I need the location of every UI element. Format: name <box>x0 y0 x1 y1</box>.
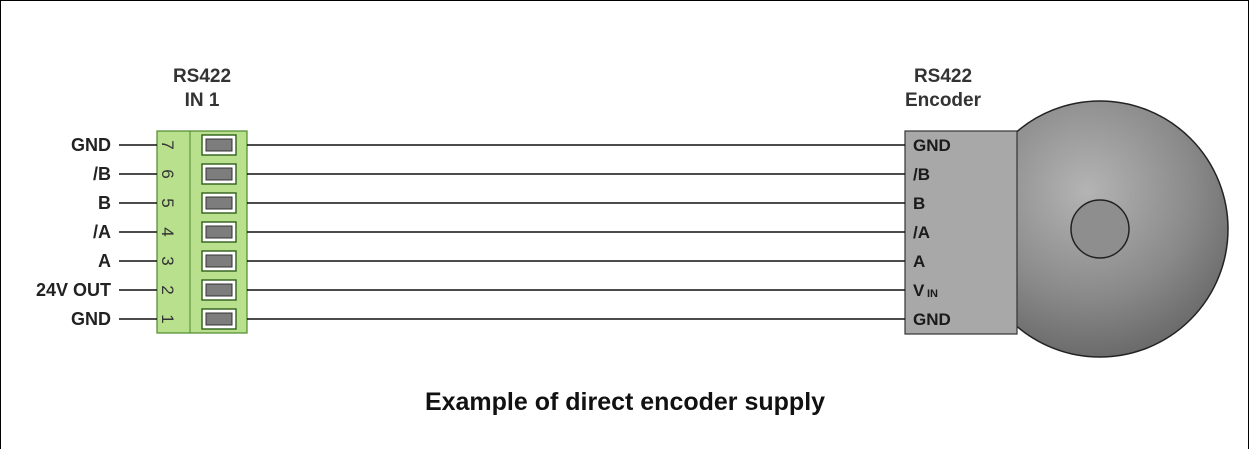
screw-terminal-clamp <box>205 196 233 210</box>
terminal-pin-number: 7 <box>158 140 177 149</box>
screw-terminal-clamp <box>205 167 233 181</box>
terminal-pin-label: /B <box>93 164 111 184</box>
terminal-pin-number: 6 <box>158 169 177 178</box>
screw-terminal-clamp <box>205 254 233 268</box>
encoder-pin-label: B <box>913 194 925 213</box>
encoder-pin-label: /A <box>913 223 930 242</box>
screw-terminal-clamp <box>205 283 233 297</box>
screw-terminal-clamp <box>205 138 233 152</box>
terminal-pin-number: 3 <box>158 256 177 265</box>
encoder-pin-subscript: IN <box>927 288 938 300</box>
terminal-title-line2: IN 1 <box>185 90 220 111</box>
terminal-pin-label: GND <box>71 135 111 155</box>
terminal-pin-number: 2 <box>158 285 177 294</box>
terminal-pin-label: B <box>98 193 111 213</box>
terminal-pin-number: 4 <box>158 227 177 236</box>
screw-terminal-clamp <box>205 312 233 326</box>
terminal-pin-label: A <box>98 251 111 271</box>
encoder-pin-label: /B <box>913 165 930 184</box>
terminal-pin-number: 1 <box>158 314 177 323</box>
encoder-title-line2: Encoder <box>905 90 982 111</box>
terminal-pin-label: 24V OUT <box>36 280 111 300</box>
terminal-pin-label: GND <box>71 309 111 329</box>
terminal-title-line1: RS422 <box>173 66 231 87</box>
diagram-caption: Example of direct encoder supply <box>425 388 825 416</box>
terminal-pin-number: 5 <box>158 198 177 207</box>
encoder-pin-label: GND <box>913 310 951 329</box>
encoder-pin-label: A <box>913 252 925 271</box>
encoder-shaft <box>1070 199 1130 259</box>
encoder-pin-label: V <box>913 281 925 300</box>
encoder-pin-label: GND <box>913 136 951 155</box>
terminal-pin-label: /A <box>93 222 111 242</box>
encoder-body <box>904 130 1018 335</box>
encoder-title-line1: RS422 <box>914 66 972 87</box>
screw-terminal-clamp <box>205 225 233 239</box>
